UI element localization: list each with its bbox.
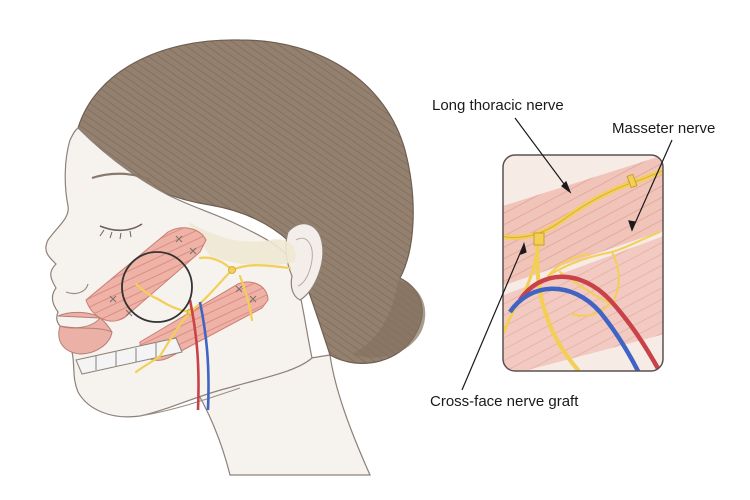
facial-artery	[188, 299, 200, 411]
leader-long-thoracic	[514, 117, 571, 193]
facial-vein	[198, 301, 210, 411]
ear	[285, 223, 324, 301]
inset-cross-face-graft	[535, 237, 581, 371]
hair-bun	[352, 280, 426, 358]
face-skin	[45, 127, 313, 418]
magnified-region-circle	[121, 251, 193, 323]
label-cross-face-nerve-graft: Cross-face nerve graft	[430, 393, 579, 410]
label-long-thoracic-nerve: Long thoracic nerve	[432, 97, 564, 114]
inset-vein	[508, 286, 643, 371]
magnified-inset	[502, 154, 664, 372]
label-masseter-nerve: Masseter nerve	[612, 120, 716, 137]
inset-artery	[518, 274, 662, 371]
leader-cross-face	[461, 243, 525, 391]
closed-eye	[99, 223, 143, 232]
transferred-muscle-upper	[85, 227, 207, 322]
leader-masseter	[631, 139, 673, 231]
